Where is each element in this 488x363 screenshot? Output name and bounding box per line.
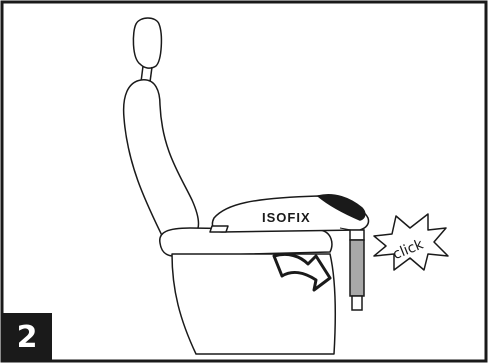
car-seat-icon	[122, 17, 336, 355]
isofix-anchor-icon	[349, 229, 365, 311]
isofix-brand-label: ISOFIX	[262, 210, 311, 225]
anchor-tip	[351, 295, 363, 311]
base-foot	[209, 225, 229, 233]
step-number: 2	[16, 319, 38, 355]
base-handle	[317, 194, 366, 221]
anchor-bracket	[349, 229, 365, 241]
isofix-base-icon	[209, 194, 370, 233]
insertion-arrow-icon	[272, 252, 332, 292]
step-number-badge: 2	[2, 313, 52, 361]
seat-base	[171, 253, 336, 355]
headrest	[132, 17, 163, 69]
anchor-post	[349, 239, 365, 297]
seat-back	[122, 79, 200, 245]
seat-cushion	[159, 227, 333, 257]
click-burst-icon	[373, 213, 449, 271]
